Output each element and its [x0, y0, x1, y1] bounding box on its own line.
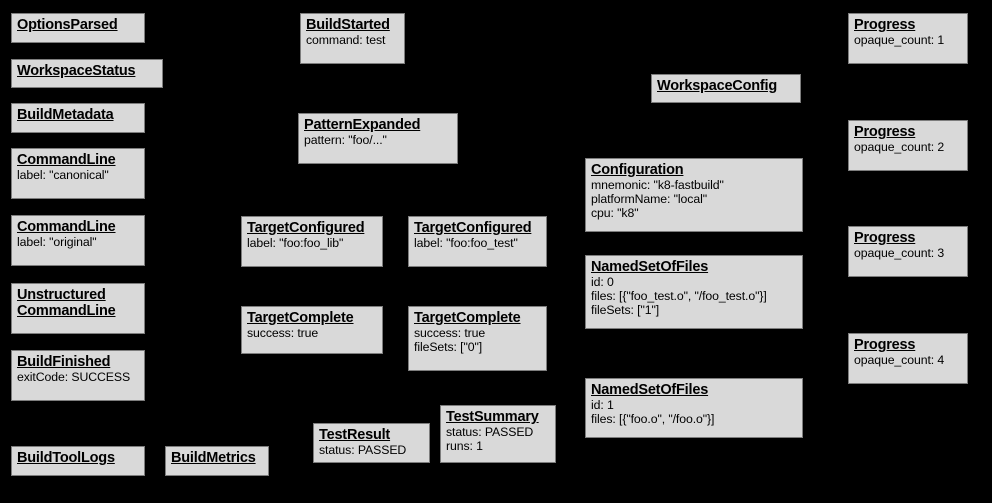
node-field: opaque_count: 4	[854, 353, 945, 368]
node-fields: exitCode: SUCCESS	[17, 370, 140, 385]
node-fields: opaque_count: 2	[854, 140, 963, 155]
node-build-tool-logs[interactable]: BuildToolLogs	[11, 446, 145, 476]
node-title: Configuration	[591, 162, 684, 178]
node-title: WorkspaceConfig	[657, 78, 778, 94]
node-field: success: true	[247, 326, 319, 341]
node-title: TargetComplete	[414, 310, 521, 326]
node-fields: pattern: "foo/..."	[304, 133, 453, 148]
node-field: id: 1	[591, 398, 614, 413]
node-title: CommandLine	[17, 219, 116, 235]
node-title: Progress	[854, 17, 916, 33]
node-title: Progress	[854, 337, 916, 353]
node-fields: opaque_count: 4	[854, 353, 963, 368]
node-title: BuildStarted	[306, 17, 390, 33]
node-title: BuildMetadata	[17, 107, 114, 123]
node-field: opaque_count: 2	[854, 140, 945, 155]
node-fields: mnemonic: "k8-fastbuild"platformName: "l…	[591, 178, 798, 220]
node-field: cpu: "k8"	[591, 205, 639, 220]
node-title: TargetComplete	[247, 310, 354, 326]
node-field: label: "foo:foo_lib"	[247, 236, 344, 251]
node-field: label: "original"	[17, 235, 97, 250]
node-field: files: [{"foo_test.o", "/foo_test.o"}]	[591, 289, 767, 303]
node-workspace-status[interactable]: WorkspaceStatus	[11, 59, 163, 88]
node-field: fileSets: ["0"]	[414, 340, 483, 354]
node-field: mnemonic: "k8-fastbuild"	[591, 178, 724, 193]
node-title: Progress	[854, 124, 916, 140]
node-field: exitCode: SUCCESS	[17, 370, 131, 385]
node-build-metrics[interactable]: BuildMetrics	[165, 446, 269, 476]
node-field: pattern: "foo/..."	[304, 133, 387, 148]
node-field: runs: 1	[446, 439, 483, 453]
node-title: OptionsParsed	[17, 17, 118, 33]
node-title: TestResult	[319, 427, 391, 443]
node-title: WorkspaceStatus	[17, 63, 136, 79]
node-fields: label: "original"	[17, 235, 140, 250]
node-fields: label: "canonical"	[17, 168, 140, 183]
node-unstructured-command-line[interactable]: Unstructured CommandLine	[11, 283, 145, 334]
node-fields: label: "foo:foo_lib"	[247, 236, 378, 251]
node-field: id: 0	[591, 275, 614, 290]
node-fields: success: true	[247, 326, 378, 341]
node-title: TargetConfigured	[247, 220, 365, 236]
node-title: PatternExpanded	[304, 117, 421, 133]
node-fields: opaque_count: 3	[854, 246, 963, 261]
node-fields: opaque_count: 1	[854, 33, 963, 48]
node-field: status: PASSED	[319, 443, 407, 458]
node-title: BuildMetrics	[171, 450, 256, 466]
node-field: command: test	[306, 33, 386, 48]
node-build-metadata[interactable]: BuildMetadata	[11, 103, 145, 133]
node-options-parsed[interactable]: OptionsParsed	[11, 13, 145, 43]
node-field: status: PASSED	[446, 425, 534, 440]
node-workspace-config[interactable]: WorkspaceConfig	[651, 74, 801, 103]
node-field: label: "foo:foo_test"	[414, 236, 518, 251]
node-title: NamedSetOfFiles	[591, 382, 709, 398]
node-title: BuildFinished	[17, 354, 111, 370]
node-field: success: true	[414, 326, 486, 341]
node-field: opaque_count: 1	[854, 33, 945, 48]
node-title: TestSummary	[446, 409, 539, 425]
node-field: opaque_count: 3	[854, 246, 945, 261]
node-field: files: [{"foo.o", "/foo.o"}]	[591, 412, 715, 426]
node-fields: status: PASSED	[319, 443, 425, 458]
node-field: platformName: "local"	[591, 192, 707, 206]
node-title: BuildToolLogs	[17, 450, 115, 466]
node-fields: command: test	[306, 33, 400, 48]
node-fields: label: "foo:foo_test"	[414, 236, 542, 251]
node-title: Progress	[854, 230, 916, 246]
node-title: Unstructured CommandLine	[17, 287, 116, 320]
node-title: TargetConfigured	[414, 220, 532, 236]
node-title: NamedSetOfFiles	[591, 259, 709, 275]
node-field: label: "canonical"	[17, 168, 109, 183]
node-title: CommandLine	[17, 152, 116, 168]
node-field: fileSets: ["1"]	[591, 302, 660, 317]
